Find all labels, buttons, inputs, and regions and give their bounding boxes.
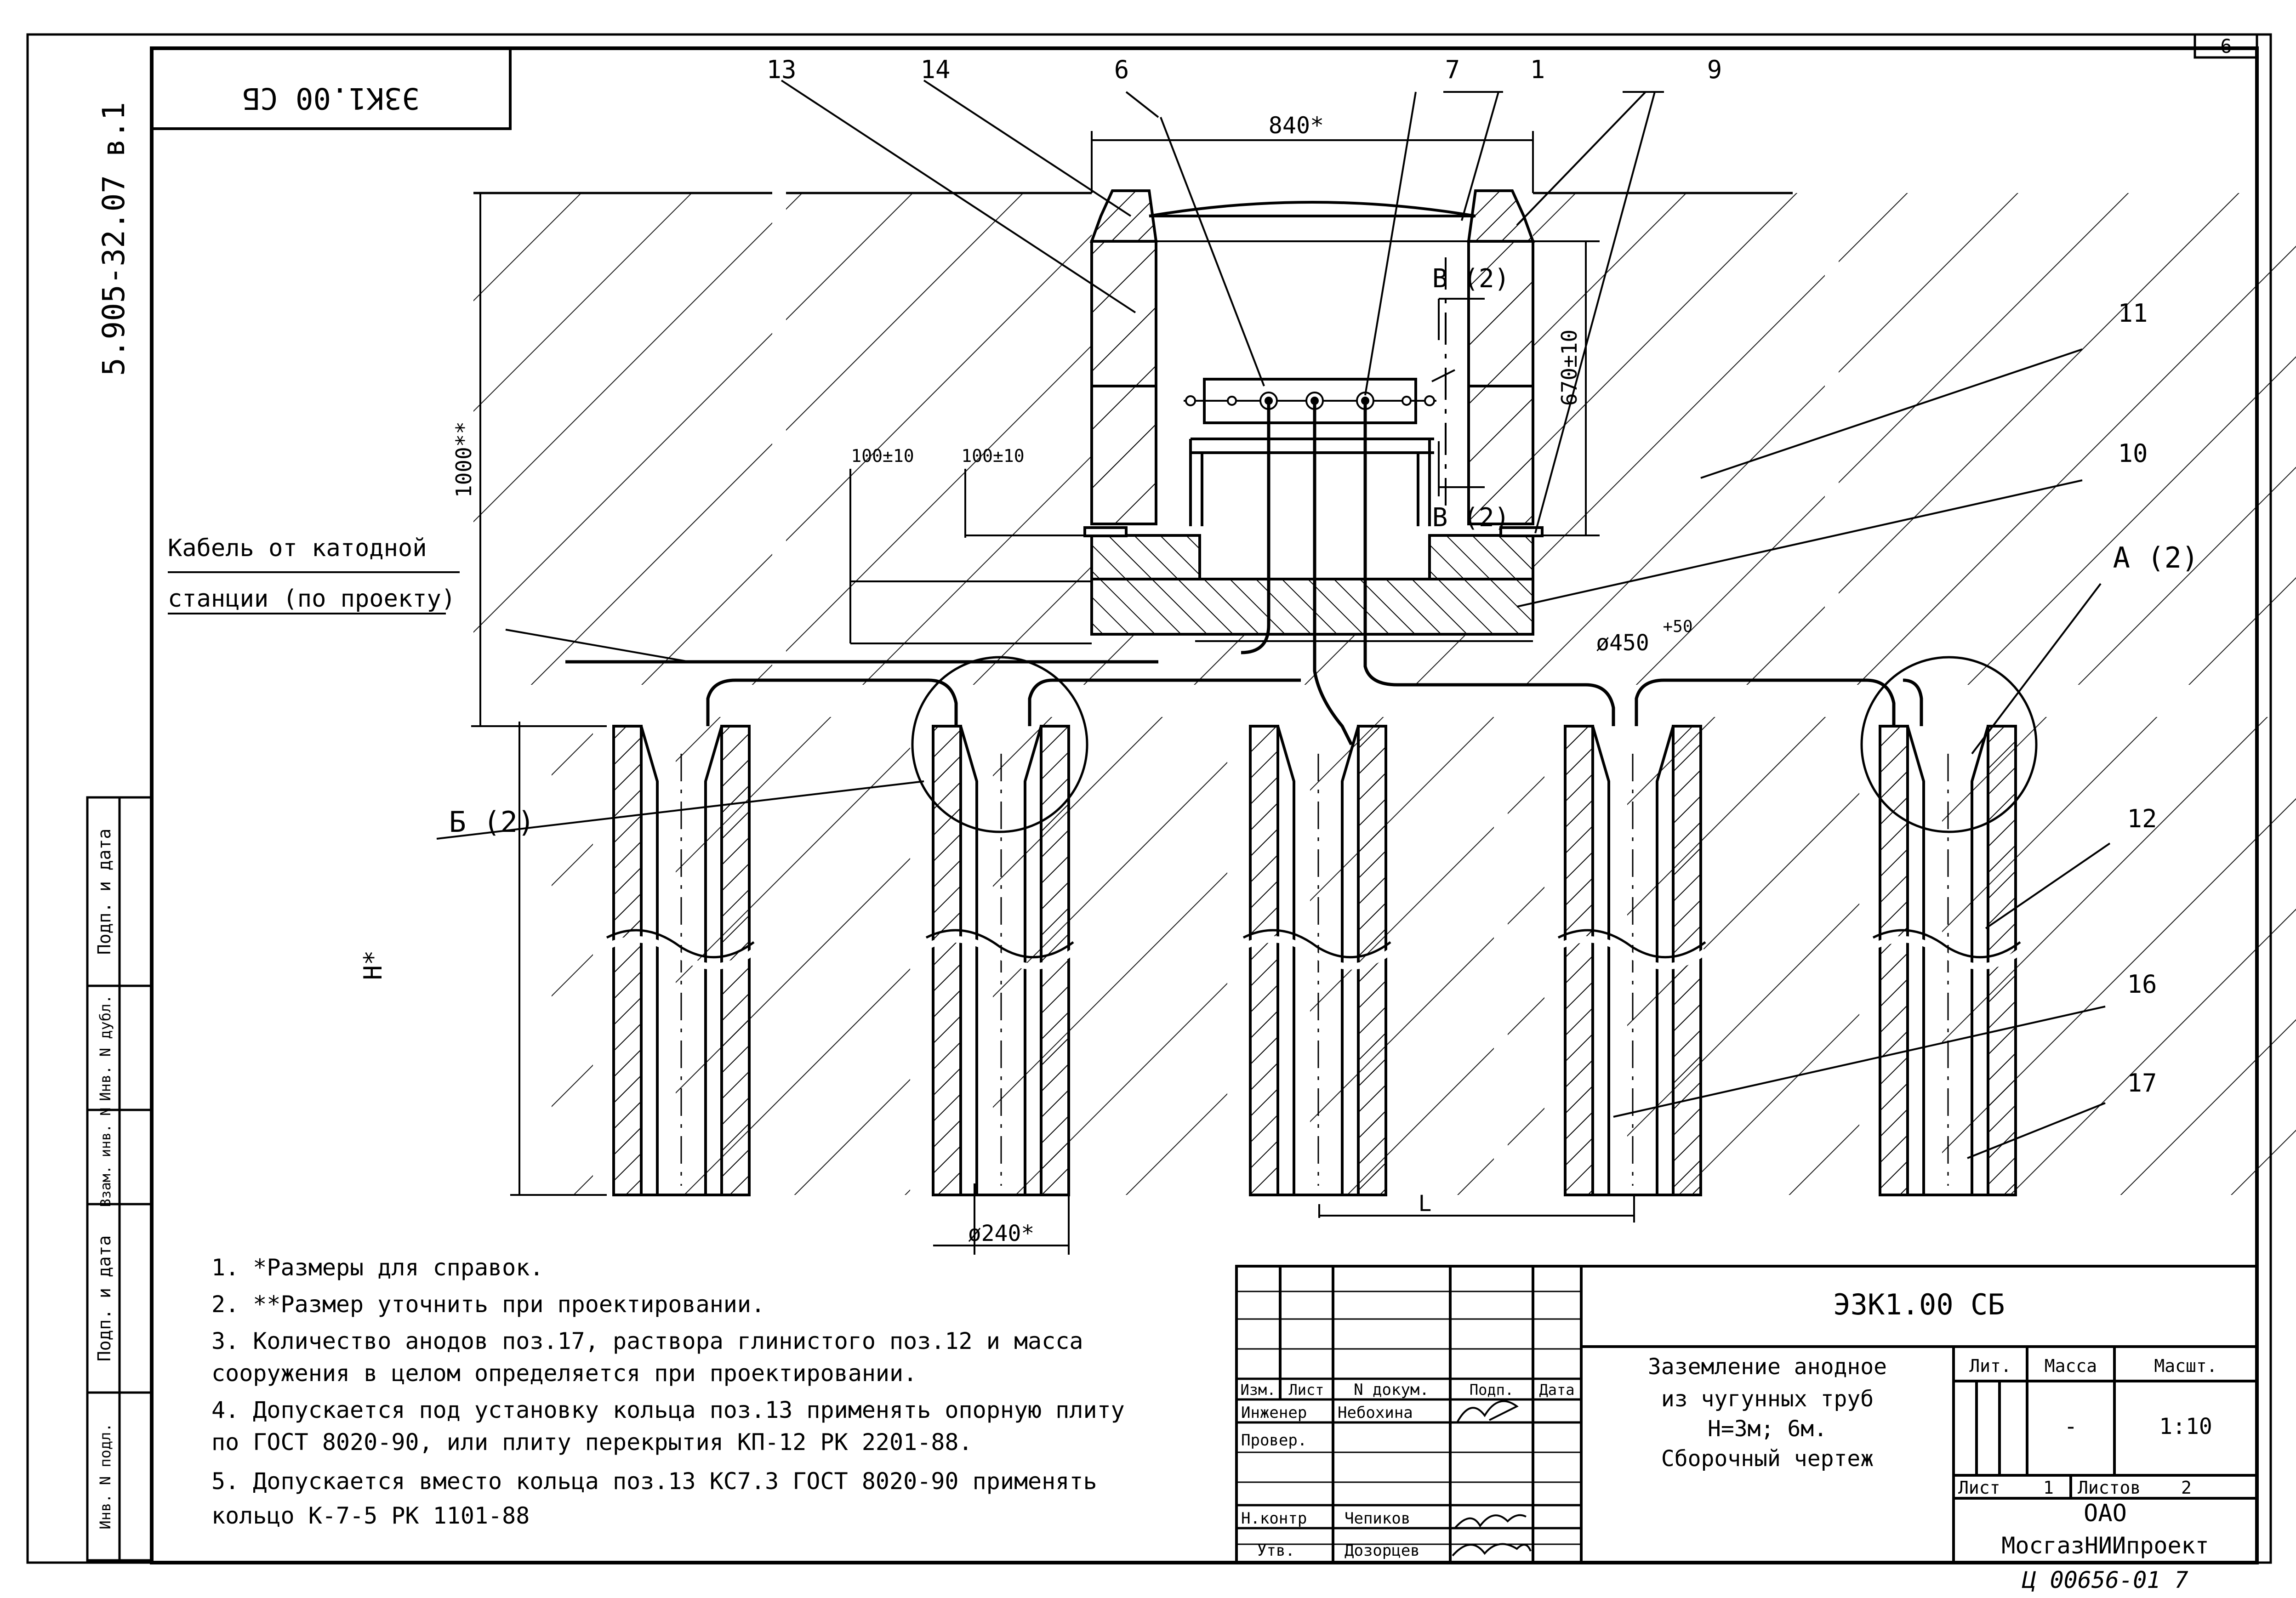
side-stamp-5: Инв. N подл. bbox=[97, 1423, 114, 1529]
side-stamp-4: Подп. и дата bbox=[94, 1235, 114, 1362]
sheet-label: Лист bbox=[1958, 1478, 2000, 1498]
dim-670: 670±10 bbox=[1557, 330, 1582, 406]
side-stamp-2: Инв. N дубл. bbox=[97, 995, 114, 1101]
name-engineer: Небохина bbox=[1338, 1404, 1413, 1422]
sheet-value: 1 bbox=[2043, 1478, 2054, 1498]
note-2: 2. **Размер уточнить при проектировании. bbox=[211, 1291, 765, 1318]
callout-11: 11 bbox=[2118, 299, 2148, 328]
dim-1000: 1000** bbox=[451, 421, 476, 498]
note-3a: 3. Количество анодов поз.17, раствора гл… bbox=[211, 1328, 1083, 1354]
dim-450-tol: +50 bbox=[1663, 617, 1692, 636]
mass-label: Масса bbox=[2045, 1356, 2097, 1376]
callout-1: 1 bbox=[1530, 55, 1545, 84]
soil-lower bbox=[552, 717, 2296, 1195]
name-approved: Дозорцев bbox=[1345, 1541, 1420, 1560]
cables bbox=[565, 404, 1923, 745]
section-v-bottom-label: В (2) bbox=[1432, 503, 1510, 533]
note-4a: 4. Допускается под установку кольца поз.… bbox=[211, 1397, 1125, 1423]
sheet-number: 6 bbox=[2220, 35, 2232, 57]
section-b-label: Б (2) bbox=[449, 805, 535, 839]
col-list: Лист bbox=[1288, 1381, 1324, 1399]
col-izm: Изм. bbox=[1240, 1381, 1276, 1399]
side-code: 5.905-32.07 в.1 bbox=[96, 102, 131, 376]
note-5a: 5. Допускается вместо кольца поз.13 КС7.… bbox=[211, 1468, 1097, 1495]
dimension-lines bbox=[168, 80, 2111, 1255]
callout-10: 10 bbox=[2118, 439, 2148, 468]
cable-label-2: станции (по проекту) bbox=[168, 585, 456, 613]
callout-14: 14 bbox=[920, 55, 950, 84]
dim-h: Н* bbox=[359, 950, 387, 980]
note-3b: сооружения в целом определяется при прое… bbox=[211, 1360, 917, 1387]
break-lines bbox=[605, 929, 2023, 970]
note-5b: кольцо К-7-5 РК 1101-88 bbox=[211, 1502, 530, 1529]
detail-circle-a bbox=[1860, 656, 2038, 833]
callout-numbers: 13 14 6 7 1 9 11 10 12 16 17 bbox=[766, 55, 2157, 1098]
code-rotated: ЭЗК1.00 СБ bbox=[242, 81, 419, 115]
dim-840: 840* bbox=[1269, 112, 1324, 139]
dim-l: L bbox=[1419, 1191, 1432, 1217]
callout-9: 9 bbox=[1707, 55, 1722, 84]
signatures bbox=[1452, 1400, 1532, 1557]
col-sign: Подп. bbox=[1470, 1381, 1514, 1399]
dim-gap1: 100±10 bbox=[851, 446, 914, 466]
side-stamp bbox=[86, 796, 153, 1562]
role-approved: Утв. bbox=[1257, 1541, 1295, 1560]
dim-240: ø240* bbox=[968, 1221, 1035, 1246]
mass-value: - bbox=[2064, 1414, 2078, 1439]
note-1: 1. *Размеры для справок. bbox=[211, 1254, 543, 1281]
callout-6: 6 bbox=[1114, 55, 1129, 84]
title-line-4: Сборочный чертеж bbox=[1661, 1446, 1874, 1472]
callout-17: 17 bbox=[2127, 1069, 2157, 1098]
anode-2 bbox=[932, 725, 1070, 1196]
title-line-3: Н=3м; 6м. bbox=[1708, 1416, 1827, 1442]
dim-gap2: 100±10 bbox=[961, 446, 1024, 466]
role-checker: Провер. bbox=[1241, 1431, 1307, 1450]
scale-value: 1:10 bbox=[2159, 1414, 2212, 1439]
name-normcontrol: Чепиков bbox=[1345, 1509, 1410, 1528]
org-line-1: ОАО bbox=[2084, 1500, 2127, 1527]
drawing-number: ЭЗК1.00 СБ bbox=[1833, 1288, 2005, 1321]
role-engineer: Инженер bbox=[1241, 1404, 1307, 1422]
callout-12: 12 bbox=[2127, 804, 2157, 833]
lit-label: Лит. bbox=[1969, 1356, 2011, 1376]
side-stamp-3: Взам. инв. N bbox=[98, 1108, 114, 1207]
section-a-label: А (2) bbox=[2113, 541, 2199, 574]
callout-16: 16 bbox=[2127, 970, 2157, 999]
side-stamp-1: Подп. и дата bbox=[94, 829, 114, 955]
detail-circle-b bbox=[911, 656, 1088, 833]
bottom-stamp: Ц 00656-01 7 bbox=[2022, 1567, 2188, 1593]
callout-13: 13 bbox=[766, 55, 796, 84]
code-box bbox=[150, 47, 512, 130]
scale-label: Масшт. bbox=[2154, 1356, 2217, 1376]
sheets-value: 2 bbox=[2181, 1478, 2192, 1498]
sheets-label: Листов bbox=[2078, 1478, 2141, 1498]
dim-450: ø450 bbox=[1596, 630, 1649, 656]
well-assembly bbox=[1083, 189, 1544, 636]
note-4b: по ГОСТ 8020-90, или плиту перекрытия КП… bbox=[211, 1429, 973, 1456]
sheet-number-box bbox=[2193, 33, 2258, 59]
title-line-1: Заземление анодное bbox=[1648, 1354, 1887, 1380]
title-line-2: из чугунных труб bbox=[1661, 1386, 1874, 1412]
section-v-top-label: В (2) bbox=[1432, 264, 1510, 294]
role-normcontrol: Н.контр bbox=[1241, 1509, 1307, 1528]
callout-7: 7 bbox=[1445, 55, 1460, 84]
title-block bbox=[1235, 1265, 2258, 1564]
col-date: Дата bbox=[1539, 1381, 1574, 1399]
col-doc: N докум. bbox=[1354, 1381, 1429, 1399]
org-line-2: МосгазНИИпроект bbox=[2001, 1532, 2209, 1559]
notes: 1. *Размеры для справок. 2. **Размер уто… bbox=[211, 1254, 1125, 1529]
cable-label-1: Кабель от катодной bbox=[168, 535, 427, 562]
